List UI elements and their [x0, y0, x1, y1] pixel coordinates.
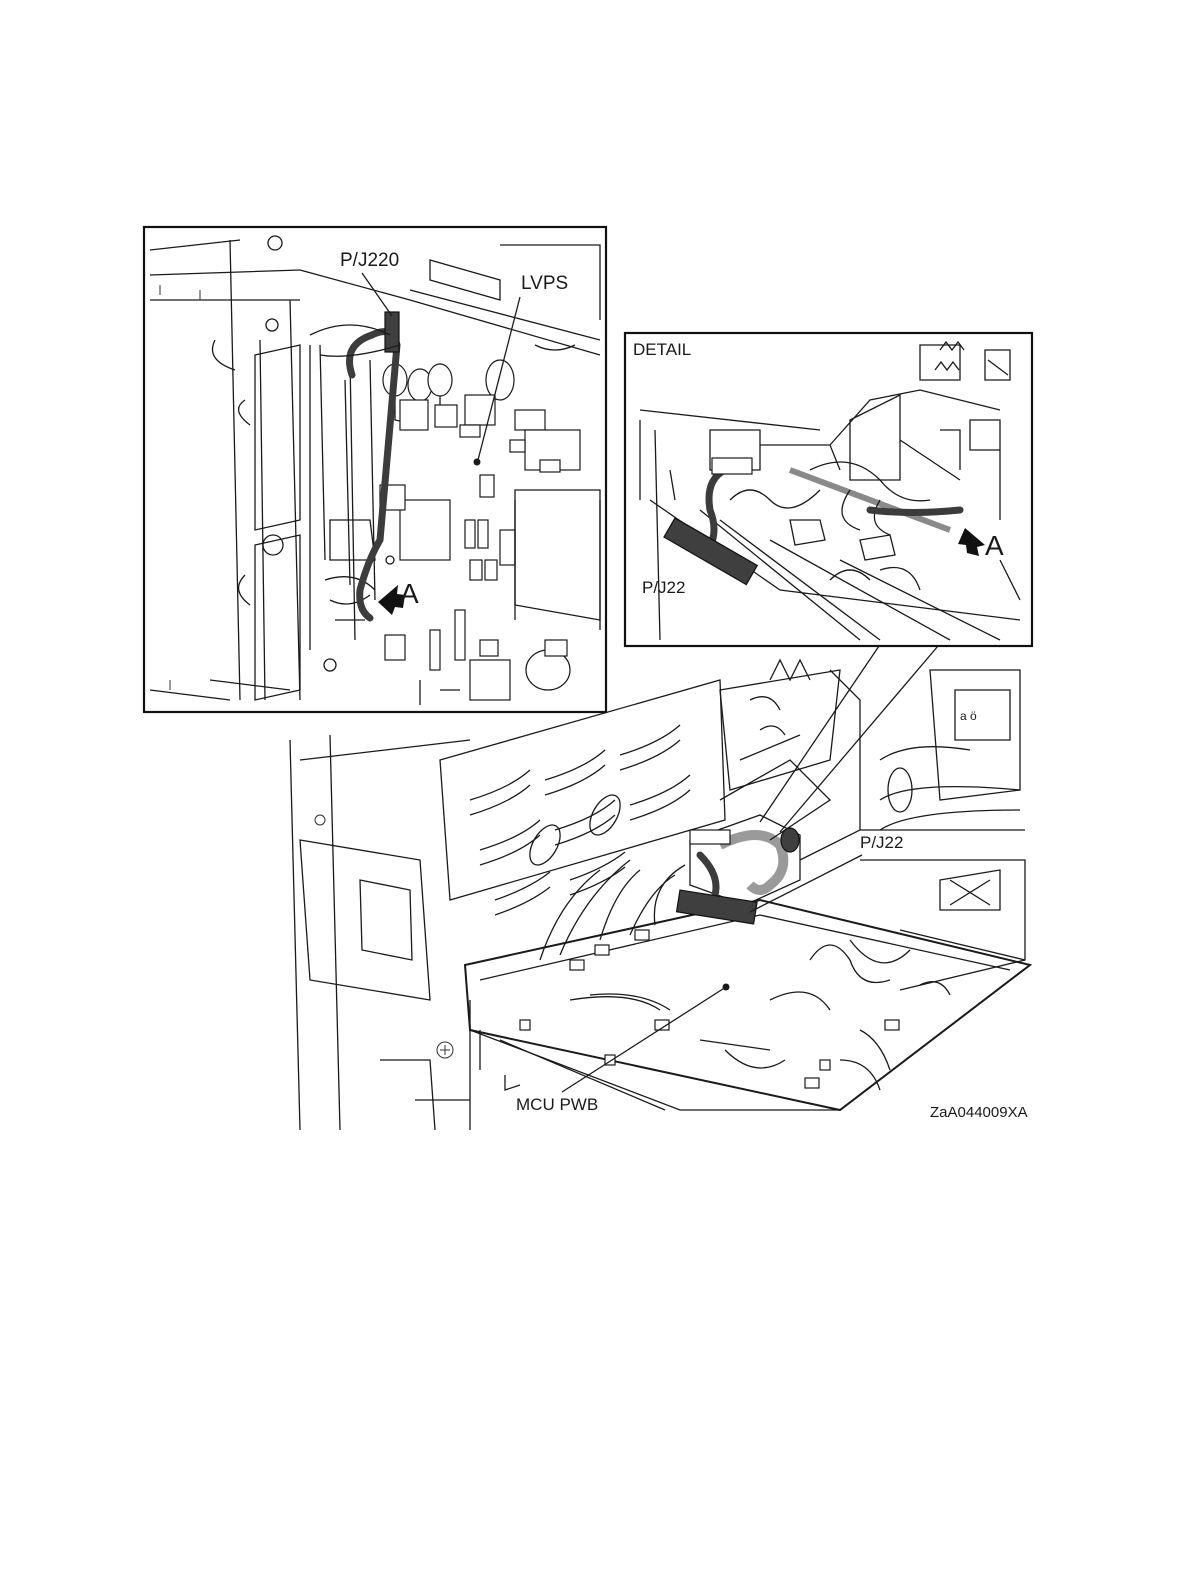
figure-id: ZaA044009XA [930, 1104, 1028, 1121]
pj22-detail-label: P/J22 [642, 578, 685, 597]
main-illustration: a ö [290, 660, 1030, 1130]
detail-inset: DETAIL P/J22 A [625, 333, 1032, 646]
arrow-a-left-label: A [400, 578, 419, 609]
detail-label: DETAIL [633, 340, 691, 359]
mcu-pwb-label: MCU PWB [516, 1095, 598, 1114]
lvps-inset: P/J220 LVPS A [144, 227, 606, 712]
svg-text:a ö: a ö [960, 709, 977, 723]
pj22-main-label: P/J22 [860, 833, 903, 852]
lvps-leader-dot [474, 459, 481, 466]
lvps-label: LVPS [521, 273, 568, 294]
arrow-a-detail-label: A [985, 530, 1004, 561]
pj220-label: P/J220 [340, 250, 399, 271]
vent-slots [470, 725, 690, 915]
